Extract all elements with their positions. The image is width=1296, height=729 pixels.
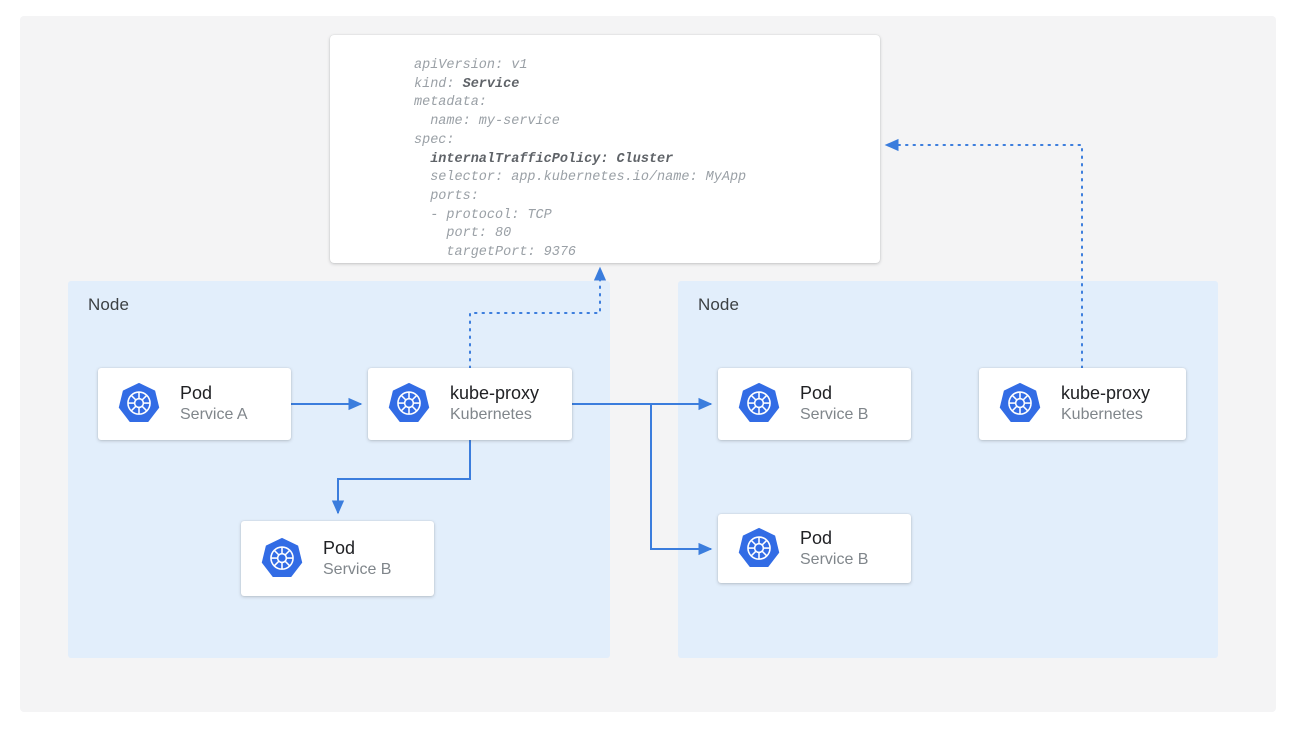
kubernetes-logo-icon [261, 537, 303, 577]
kubernetes-logo-icon [999, 382, 1041, 422]
kubernetes-logo-icon [738, 382, 780, 422]
card-pod-service-a[interactable]: Pod Service A [98, 368, 291, 440]
card-subtitle: Service B [800, 550, 869, 568]
manifest-line-10: targetPort: 9376 [414, 245, 577, 261]
card-text: kube-proxy Kubernetes [1061, 382, 1150, 426]
manifest-line-3: name: my-service [414, 114, 560, 130]
card-title: Pod [180, 383, 213, 404]
manifest-line-1: kind: Service [414, 76, 520, 92]
card-pod-service-b-left[interactable]: Pod Service B [241, 521, 434, 596]
node-label-left: Node [88, 295, 130, 314]
manifest-line-4: spec: [414, 132, 455, 148]
card-subtitle: Service B [800, 406, 869, 424]
card-text: Pod Service A [180, 382, 248, 426]
card-title: Pod [800, 383, 833, 404]
node-label-right: Node [698, 295, 740, 314]
card-subtitle: Service B [323, 560, 392, 578]
node-panel-left: Node [68, 281, 610, 658]
manifest-line-6: selector: app.kubernetes.io/name: MyApp [414, 170, 747, 186]
card-subtitle: Kubernetes [450, 406, 532, 424]
card-title: kube-proxy [450, 383, 540, 404]
card-title: Pod [323, 537, 356, 558]
card-pod-service-b-right-lower[interactable]: Pod Service B [718, 514, 911, 583]
node-panel-right: Node [678, 281, 1218, 658]
card-text: Pod Service B [800, 382, 868, 426]
card-text: Pod Service B [800, 527, 868, 571]
kubernetes-logo-icon [388, 382, 430, 422]
card-subtitle: Kubernetes [1061, 406, 1143, 424]
card-subtitle: Service A [180, 406, 248, 424]
card-kube-proxy-left[interactable]: kube-proxy Kubernetes [368, 368, 572, 440]
manifest-line-8: - protocol: TCP [414, 207, 552, 223]
manifest-line-5: internalTrafficPolicy: Cluster [414, 151, 674, 167]
service-manifest-panel: apiVersion: v1 kind: Service metadata: nam… [330, 35, 880, 263]
manifest-line-7: ports: [414, 188, 479, 204]
card-text: kube-proxy Kubernetes [450, 382, 539, 426]
kubernetes-logo-icon [738, 527, 780, 567]
service-manifest-code: apiVersion: v1 kind: Service metadata: nam… [414, 57, 746, 263]
card-pod-service-b-right-upper[interactable]: Pod Service B [718, 368, 911, 440]
kubernetes-logo-icon [118, 382, 160, 422]
card-kube-proxy-right[interactable]: kube-proxy Kubernetes [979, 368, 1186, 440]
card-text: Pod Service B [323, 537, 391, 581]
manifest-line-9: port: 80 [414, 226, 512, 242]
card-title: Pod [800, 527, 833, 548]
manifest-line-0: apiVersion: v1 [414, 58, 528, 73]
card-title: kube-proxy [1061, 383, 1151, 404]
manifest-line-2: metadata: [414, 95, 487, 111]
